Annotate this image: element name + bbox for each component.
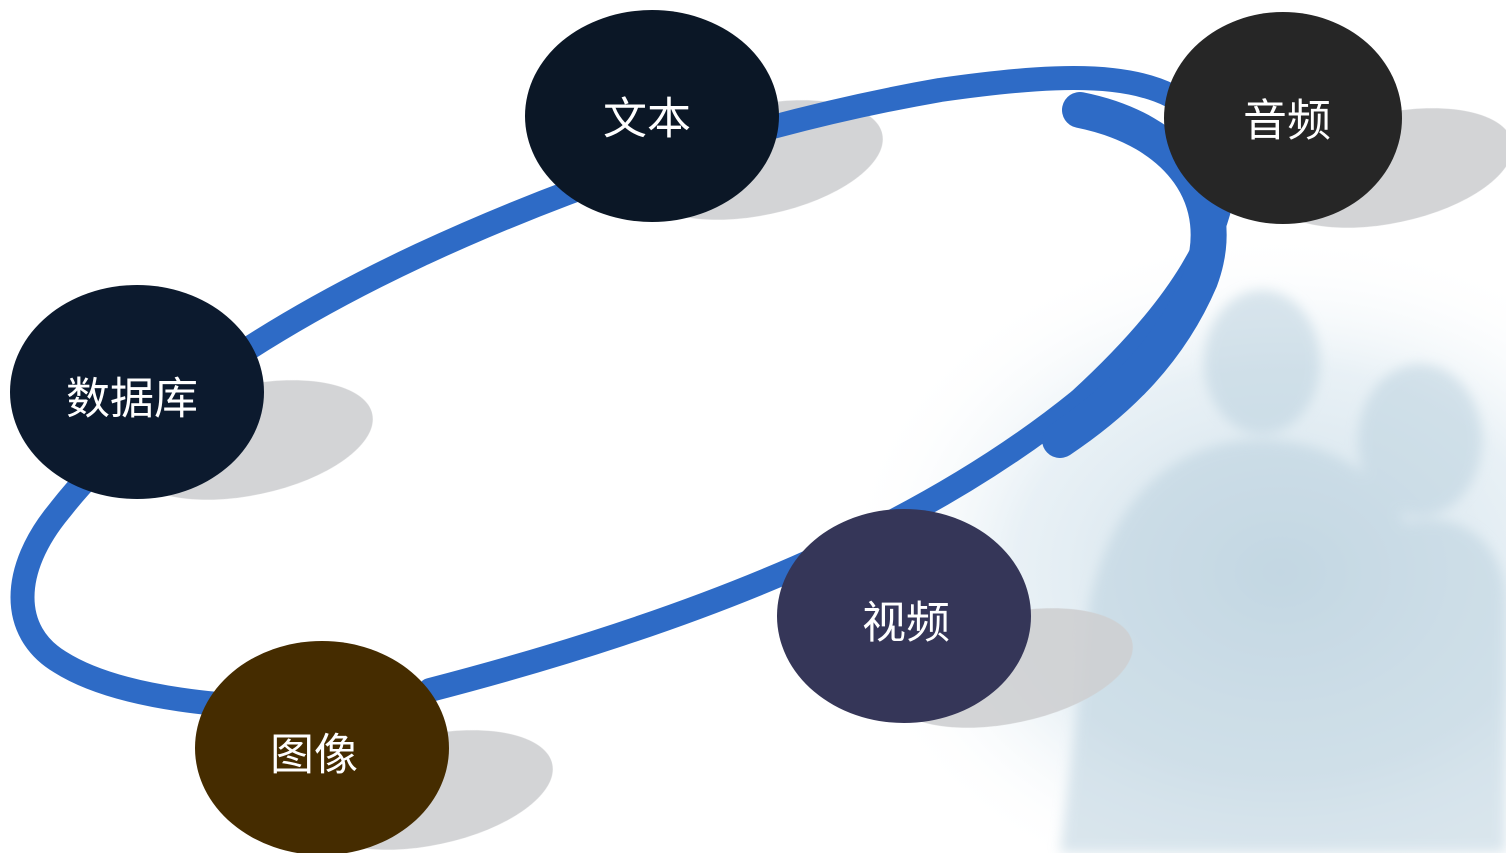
node-circle-tuxiang [195, 641, 449, 853]
connecting-ring-thick [1042, 92, 1227, 458]
node-circle-yinpin [1164, 12, 1402, 224]
node-label-shujuku: 数据库 [66, 374, 198, 425]
person-head-left [1204, 290, 1320, 434]
node-shipin: 视频 [777, 509, 1031, 723]
node-label-tuxiang: 图像 [270, 730, 358, 781]
node-wenben: 文本 [525, 10, 779, 222]
node-circle-wenben [525, 10, 779, 222]
node-label-yinpin: 音频 [1243, 96, 1331, 147]
node-circle-shujuku [10, 285, 264, 499]
node-tuxiang: 图像 [195, 641, 449, 853]
person-head-right [1358, 364, 1482, 516]
node-yinpin: 音频 [1164, 12, 1402, 224]
node-label-wenben: 文本 [603, 94, 691, 145]
person-body-right [1280, 520, 1506, 853]
node-label-shipin: 视频 [862, 598, 950, 649]
node-shujuku: 数据库 [10, 285, 264, 499]
node-circle-shipin [777, 509, 1031, 723]
